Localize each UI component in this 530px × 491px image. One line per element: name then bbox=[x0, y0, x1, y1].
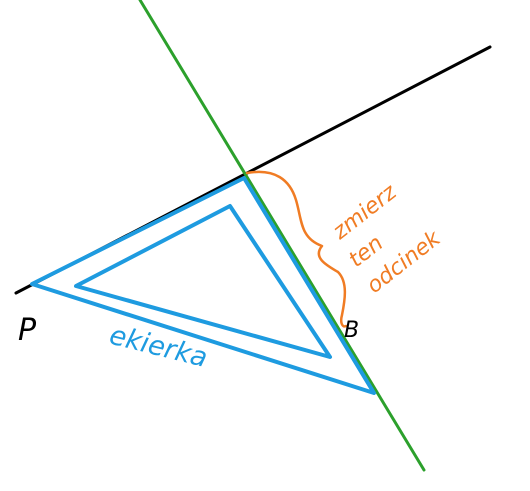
green-line bbox=[138, 0, 426, 472]
ekierka-label: ekierka bbox=[106, 320, 210, 374]
set-square-inner bbox=[74, 204, 332, 359]
point-b-label: B bbox=[344, 318, 359, 343]
point-p-label: P bbox=[18, 313, 37, 348]
note-line-1: zmierz bbox=[328, 180, 402, 246]
set-square-outer bbox=[30, 176, 376, 395]
measure-brace bbox=[245, 170, 348, 328]
